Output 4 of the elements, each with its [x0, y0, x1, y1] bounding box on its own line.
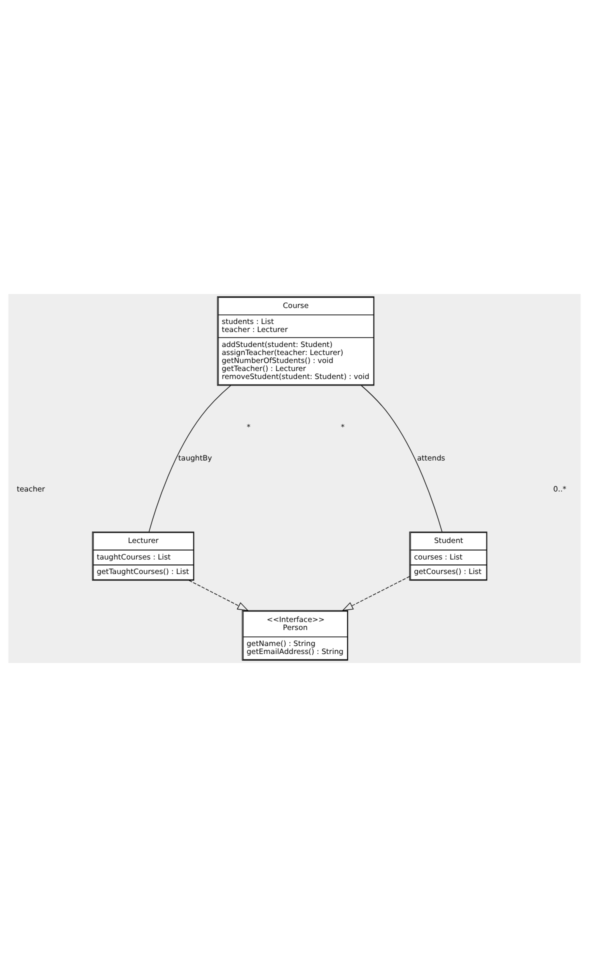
connector — [361, 384, 442, 532]
arrow — [342, 576, 410, 610]
arrow — [188, 580, 249, 611]
connector — [148, 384, 232, 532]
